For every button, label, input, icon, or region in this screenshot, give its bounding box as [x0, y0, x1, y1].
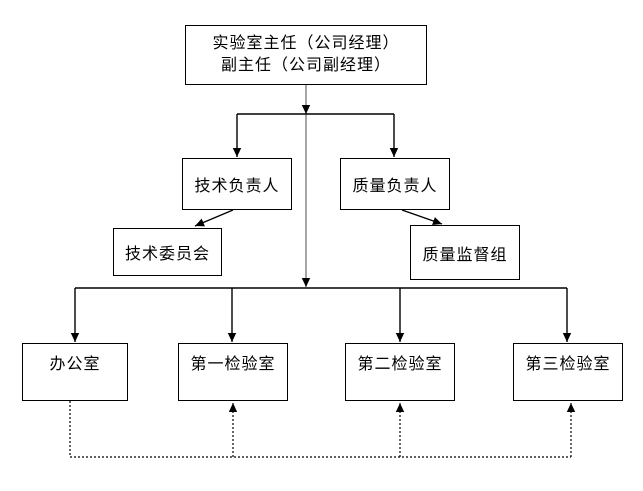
- node-label: 第二检验室: [357, 356, 443, 373]
- node-label: 质量负责人: [352, 178, 438, 195]
- arrowhead-split2-to-office: [70, 333, 80, 342]
- node-quality-lead: 质量负责人: [340, 158, 450, 210]
- arrowhead-split2-to-lab2: [395, 333, 405, 342]
- arrowhead-director-to-split1: [301, 105, 311, 114]
- node-inspection-room-2: 第二检验室: [345, 343, 455, 401]
- node-office: 办公室: [22, 343, 128, 401]
- director-label-line2: 副主任（公司副经理）: [220, 57, 391, 74]
- node-label: 技术负责人: [194, 178, 280, 195]
- arrowhead-feedback-to-lab2: [395, 403, 405, 412]
- node-inspection-room-3: 第三检验室: [513, 343, 623, 401]
- director-label-line1: 实验室主任（公司经理）: [212, 35, 400, 52]
- node-label: 第一检验室: [190, 356, 276, 373]
- node-label: 技术委员会: [124, 246, 210, 263]
- arrowhead-feedback-to-lab3: [566, 403, 576, 412]
- node-tech-lead: 技术负责人: [182, 158, 292, 210]
- arrowhead-split1-to-quality-lead: [389, 148, 399, 157]
- arrowhead-quality-lead-to-supervision: [432, 217, 442, 225]
- node-label: 办公室: [49, 356, 101, 373]
- arrowhead-center-trunk-to-split2: [301, 278, 311, 287]
- arrowhead-split1-to-tech-lead: [232, 148, 242, 157]
- node-lab-director: 实验室主任（公司经理） 副主任（公司副经理）: [185, 25, 427, 85]
- node-quality-supervision-group: 质量监督组: [410, 225, 520, 280]
- node-label: 实验室主任（公司经理） 副主任（公司副经理）: [212, 33, 399, 77]
- node-tech-committee: 技术委员会: [113, 228, 222, 276]
- node-inspection-room-1: 第一检验室: [178, 343, 288, 401]
- arrowhead-feedback-to-lab1: [228, 403, 238, 412]
- arrowhead-split2-to-lab3: [562, 333, 572, 342]
- node-label: 第三检验室: [525, 356, 611, 373]
- node-label: 质量监督组: [422, 246, 508, 264]
- edge-office-feedback-bus: [69, 401, 571, 458]
- arrowhead-tech-lead-to-committee: [195, 218, 205, 227]
- arrowhead-split2-to-lab1: [227, 333, 237, 342]
